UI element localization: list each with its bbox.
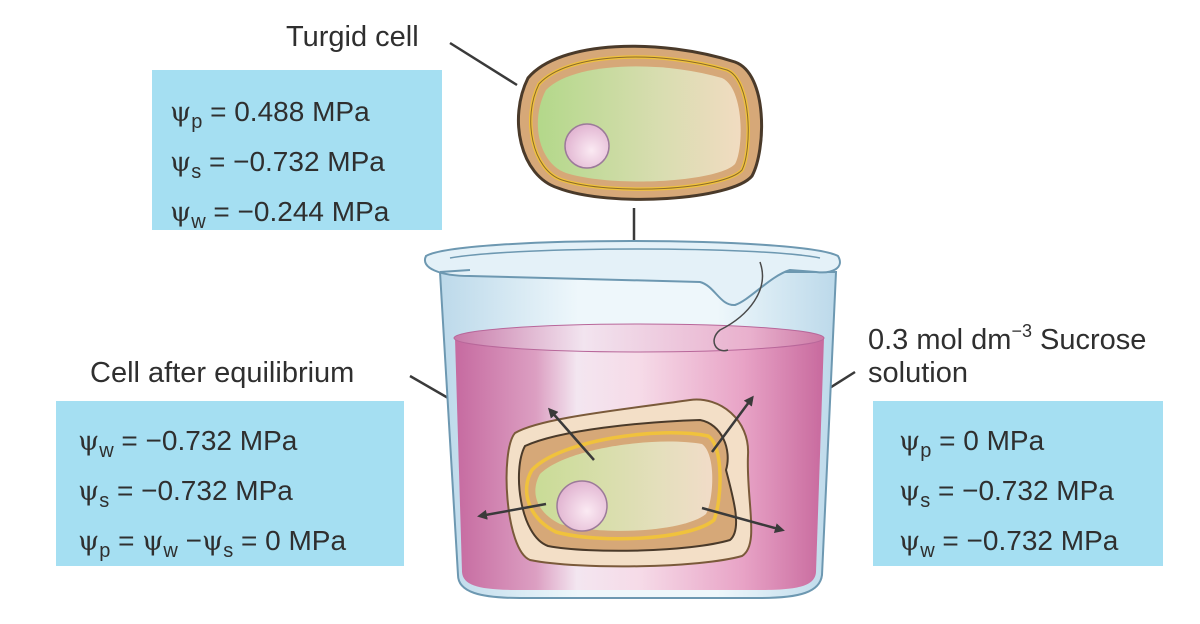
equilibrium-psi-s: ψs = −0.732 MPa (78, 475, 293, 512)
turgid-psi-w: ψw = −0.244 MPa (170, 196, 390, 233)
solution-psi-p: ψp = 0 MPa (899, 425, 1045, 462)
turgid-potential-box: ψp = 0.488 MPa ψs = −0.732 MPa ψw = −0.2… (152, 70, 442, 233)
turgid-cell-label: Turgid cell (286, 21, 419, 53)
outflow-arrow-icon (548, 407, 595, 461)
solution-exponent: −3 (1011, 321, 1032, 341)
equilibrium-cell-label: Cell after equilibrium (90, 357, 355, 389)
equilibrium-cell-icon (505, 398, 753, 568)
solution-psi-s: ψs = −0.732 MPa (899, 475, 1114, 512)
solution-psi-w: ψw = −0.732 MPa (899, 525, 1119, 562)
solution-label-line2: solution (868, 357, 968, 389)
equilibrium-potential-box: ψw = −0.732 MPa ψs = −0.732 MPa ψp = ψw … (56, 401, 404, 566)
turgid-cell-icon (516, 44, 764, 201)
outflow-arrow-icon (701, 506, 785, 533)
solution-concentration: 0.3 mol dm (868, 324, 1012, 356)
turgid-leader-line (449, 41, 518, 87)
equilibrium-psi-w: ψw = −0.732 MPa (78, 425, 298, 462)
outflow-arrow-icon (477, 502, 547, 520)
equilibrium-nucleus-icon (556, 480, 608, 532)
solution-label: 0.3 mol dm−3 Sucrose (868, 314, 1146, 357)
solution-name: Sucrose (1031, 324, 1147, 356)
turgid-psi-p: ψp = 0.488 MPa (170, 96, 370, 133)
turgid-nucleus-icon (564, 123, 610, 169)
outflow-arrow-icon (710, 395, 754, 453)
equilibrium-psi-p: ψp = ψw −ψs = 0 MPa (78, 525, 347, 562)
solution-potential-box: ψp = 0 MPa ψs = −0.732 MPa ψw = −0.732 M… (873, 401, 1163, 566)
turgid-psi-s: ψs = −0.732 MPa (170, 146, 385, 183)
